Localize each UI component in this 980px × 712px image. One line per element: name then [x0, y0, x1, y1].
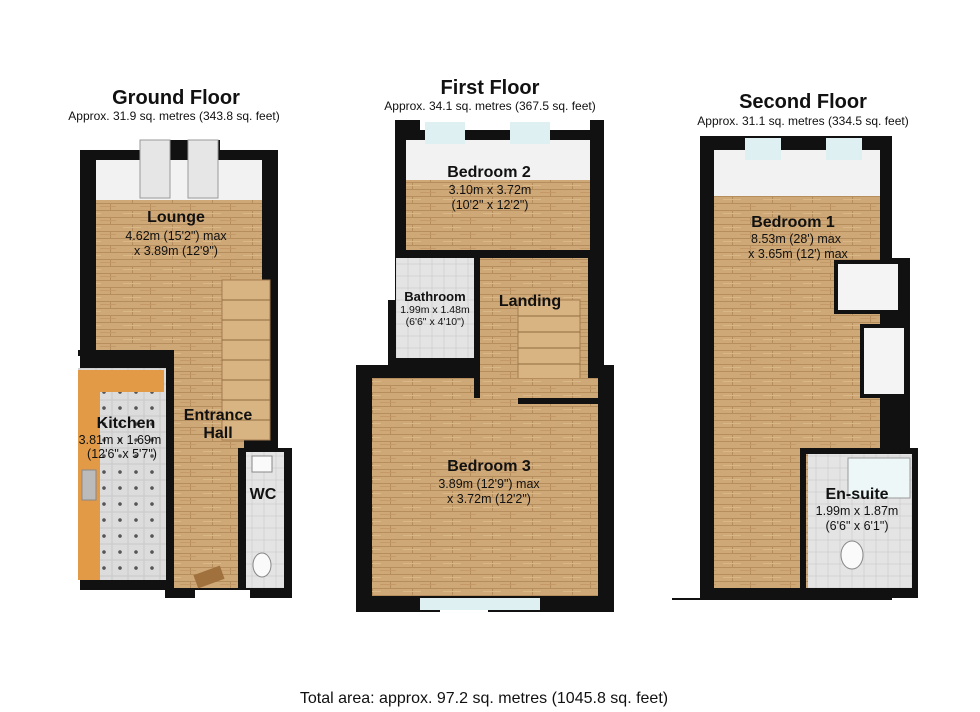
bedroom-1-dim-1: 8.53m (28') max	[751, 232, 842, 246]
bedroom-2-inner-wall	[406, 140, 590, 180]
entrance-label: Entrance	[184, 407, 253, 424]
second-floor-area: Approx. 31.1 sq. metres (334.5 sq. feet)	[697, 114, 908, 128]
ensuite-toilet	[840, 540, 864, 570]
lounge-inner-wall	[96, 160, 262, 200]
bathroom-floor	[396, 258, 474, 358]
bedroom-3-label: Bedroom 3	[447, 458, 531, 475]
ground-internal-wall-2	[166, 356, 174, 590]
kitchen-sink	[81, 469, 97, 501]
bathroom-dim-2: (6'6" x 4'10")	[406, 316, 465, 328]
bedroom-1-window-1	[745, 138, 781, 160]
first-floor-area: Approx. 34.1 sq. metres (367.5 sq. feet)	[384, 99, 595, 113]
first-floor-title: First Floor	[441, 77, 540, 99]
ground-internal-wall-3	[238, 448, 246, 590]
bedroom-2-label: Bedroom 2	[447, 164, 531, 181]
bedroom-2-window-2	[510, 122, 550, 144]
bedroom-1-window-2	[826, 138, 862, 160]
front-door	[193, 565, 225, 589]
lounge-dim-2: x 3.89m (12'9")	[134, 244, 218, 258]
bathroom-label: Bathroom	[404, 289, 465, 304]
bedroom-2-dim-1: 3.10m x 3.72m	[449, 183, 532, 197]
ensuite-dim-1: 1.99m x 1.87m	[816, 504, 899, 518]
first-internal-wall-1	[395, 250, 595, 258]
ground-internal-wall-1	[78, 350, 174, 356]
kitchen-dim-2: (12'6" x 5'7")	[87, 447, 157, 461]
wc-toilet	[252, 552, 272, 578]
landing-label: Landing	[499, 293, 561, 310]
lounge-dim-1: 4.62m (15'2") max	[125, 229, 227, 243]
hall-label: Hall	[203, 425, 232, 442]
kitchen-label: Kitchen	[97, 415, 156, 432]
first-floor-plan	[356, 120, 614, 612]
shower	[847, 457, 911, 499]
ensuite-side-wall	[800, 448, 806, 598]
kitchen-dim-1: 3.81m x 1.69m	[79, 433, 162, 447]
second-floor-plan	[672, 136, 918, 600]
lounge-door-left	[139, 139, 171, 199]
ensuite-dim-2: (6'6" x 6'1")	[826, 519, 889, 533]
bedroom-2-window-1	[425, 122, 465, 144]
first-internal-wall-4	[518, 398, 604, 404]
bedroom-2-dim-2: (10'2" x 12'2")	[452, 198, 529, 212]
bedroom-3-dim-1: 3.89m (12'9") max	[438, 477, 540, 491]
ground-floor-title: Ground Floor	[112, 87, 240, 109]
stair-treads	[222, 299, 270, 421]
ensuite-wall	[800, 448, 918, 454]
bedroom-3-floor	[372, 378, 598, 596]
lounge-label: Lounge	[147, 209, 205, 226]
first-internal-wall-3	[388, 360, 474, 366]
bedroom-1-dim-2: x 3.65m (12') max	[748, 247, 848, 261]
bedroom-1-label: Bedroom 1	[751, 214, 835, 231]
wc-label: WC	[250, 486, 277, 503]
total-area: Total area: approx. 97.2 sq. metres (104…	[300, 690, 668, 707]
bathroom-dim-1: 1.99m x 1.48m	[400, 304, 470, 316]
second-floor-title: Second Floor	[739, 91, 867, 113]
kitchen-counter-top	[100, 370, 164, 392]
first-internal-wall-2	[474, 258, 480, 398]
bedroom-3-dim-2: x 3.72m (12'2")	[447, 492, 531, 506]
bedroom-2-floor	[406, 180, 590, 250]
lounge-door-right	[187, 139, 219, 199]
wc-basin	[251, 455, 273, 473]
wardrobe-1	[834, 260, 902, 314]
ensuite-label: En-suite	[825, 486, 888, 503]
bedroom-3-window	[420, 598, 540, 610]
wardrobe-2	[860, 324, 908, 398]
ground-floor-plan	[78, 139, 292, 598]
ground-floor-area: Approx. 31.9 sq. metres (343.8 sq. feet)	[68, 109, 279, 123]
